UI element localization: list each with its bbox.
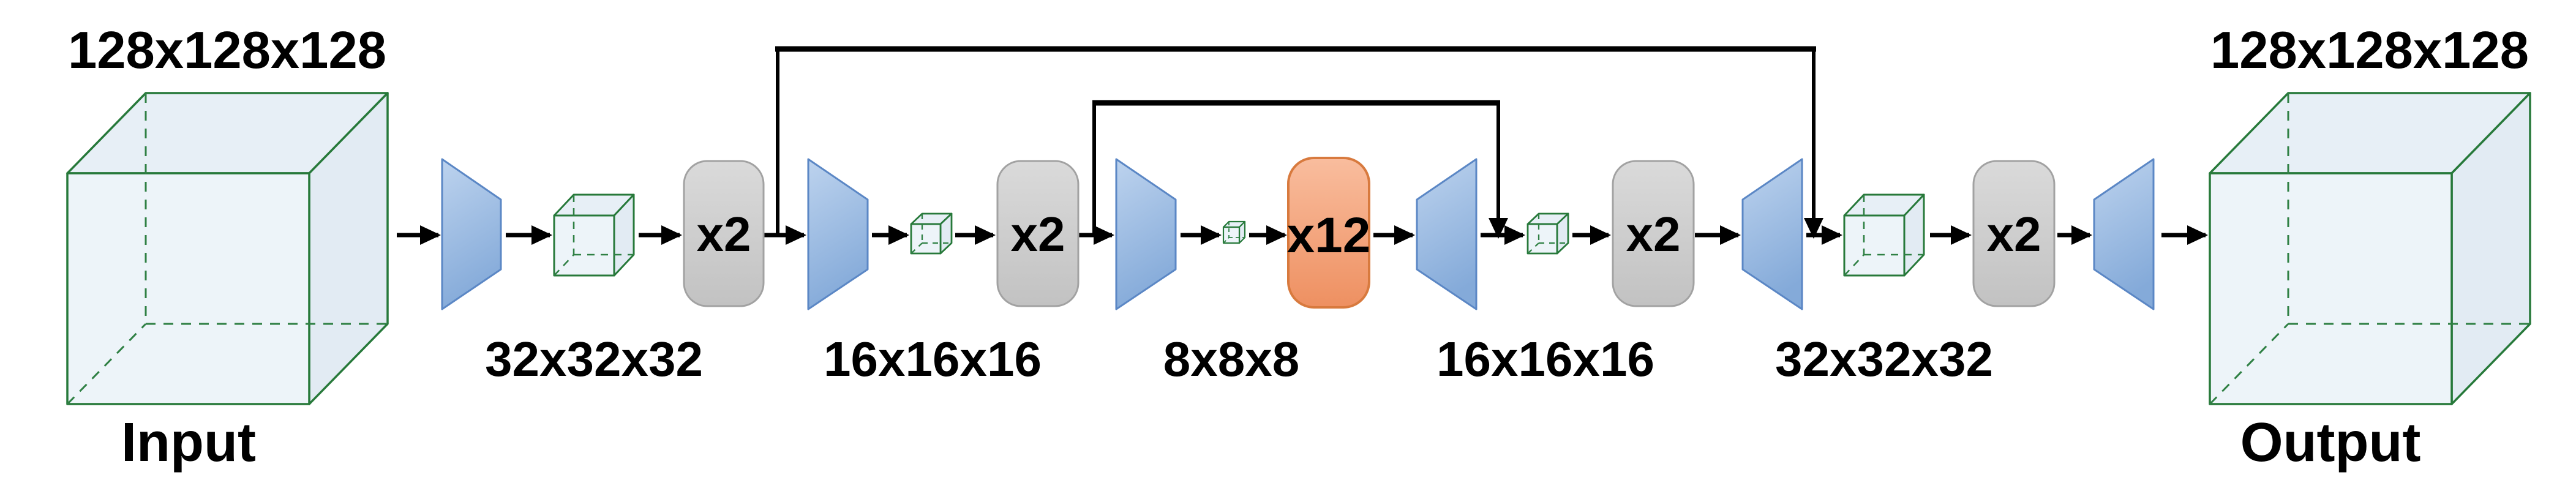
input-label: Input bbox=[121, 412, 256, 473]
input-cube bbox=[66, 92, 389, 405]
output-dims-label: 128x128x128 bbox=[2210, 21, 2529, 80]
encoder-conv-down-trapezoid-3 bbox=[1115, 158, 1177, 310]
decoder-conv-up-trapezoid-3 bbox=[2093, 158, 2155, 310]
dim-label-bottleneck-8: 8x8x8 bbox=[1163, 332, 1299, 386]
decoder-conv-up-trapezoid-2 bbox=[1741, 158, 1803, 310]
skip-connection-outer bbox=[775, 46, 1823, 239]
encoder-conv-down-trapezoid-1 bbox=[441, 158, 502, 310]
output-label: Output bbox=[2240, 412, 2421, 473]
input-dims-label: 128x128x128 bbox=[68, 21, 386, 80]
output-cube bbox=[2209, 92, 2531, 405]
dim-label-encoder-32: 32x32x32 bbox=[485, 332, 703, 386]
repeat-block-x2-1: x2 bbox=[683, 160, 765, 307]
repeat-block-x2-2: x2 bbox=[996, 160, 1080, 307]
bottleneck-block-x12-label: x12 bbox=[1287, 208, 1371, 263]
repeat-block-x2-3-label: x2 bbox=[1626, 207, 1681, 261]
repeat-block-x2-2-label: x2 bbox=[1011, 207, 1065, 261]
feature-cube-8-bottleneck bbox=[1222, 220, 1246, 244]
feature-cube-16-encoder bbox=[910, 212, 953, 255]
repeat-block-x2-1-label: x2 bbox=[697, 207, 751, 261]
dim-label-decoder-16: 16x16x16 bbox=[1436, 332, 1654, 386]
repeat-block-x2-4: x2 bbox=[1972, 160, 2056, 307]
skip-connection-inner bbox=[1092, 100, 1508, 239]
bottleneck-repeat-block-x12: x12 bbox=[1287, 157, 1371, 309]
dim-label-encoder-16: 16x16x16 bbox=[824, 332, 1042, 386]
repeat-block-x2-4-label: x2 bbox=[1987, 207, 2041, 261]
repeat-block-x2-3: x2 bbox=[1612, 160, 1695, 307]
feature-cube-32-encoder bbox=[553, 193, 635, 277]
decoder-conv-up-trapezoid-1 bbox=[1416, 158, 1478, 310]
feature-cube-32-decoder bbox=[1843, 193, 1925, 277]
encoder-conv-down-trapezoid-2 bbox=[807, 158, 869, 310]
dim-label-decoder-32: 32x32x32 bbox=[1775, 332, 1993, 386]
feature-cube-16-decoder bbox=[1526, 212, 1569, 255]
